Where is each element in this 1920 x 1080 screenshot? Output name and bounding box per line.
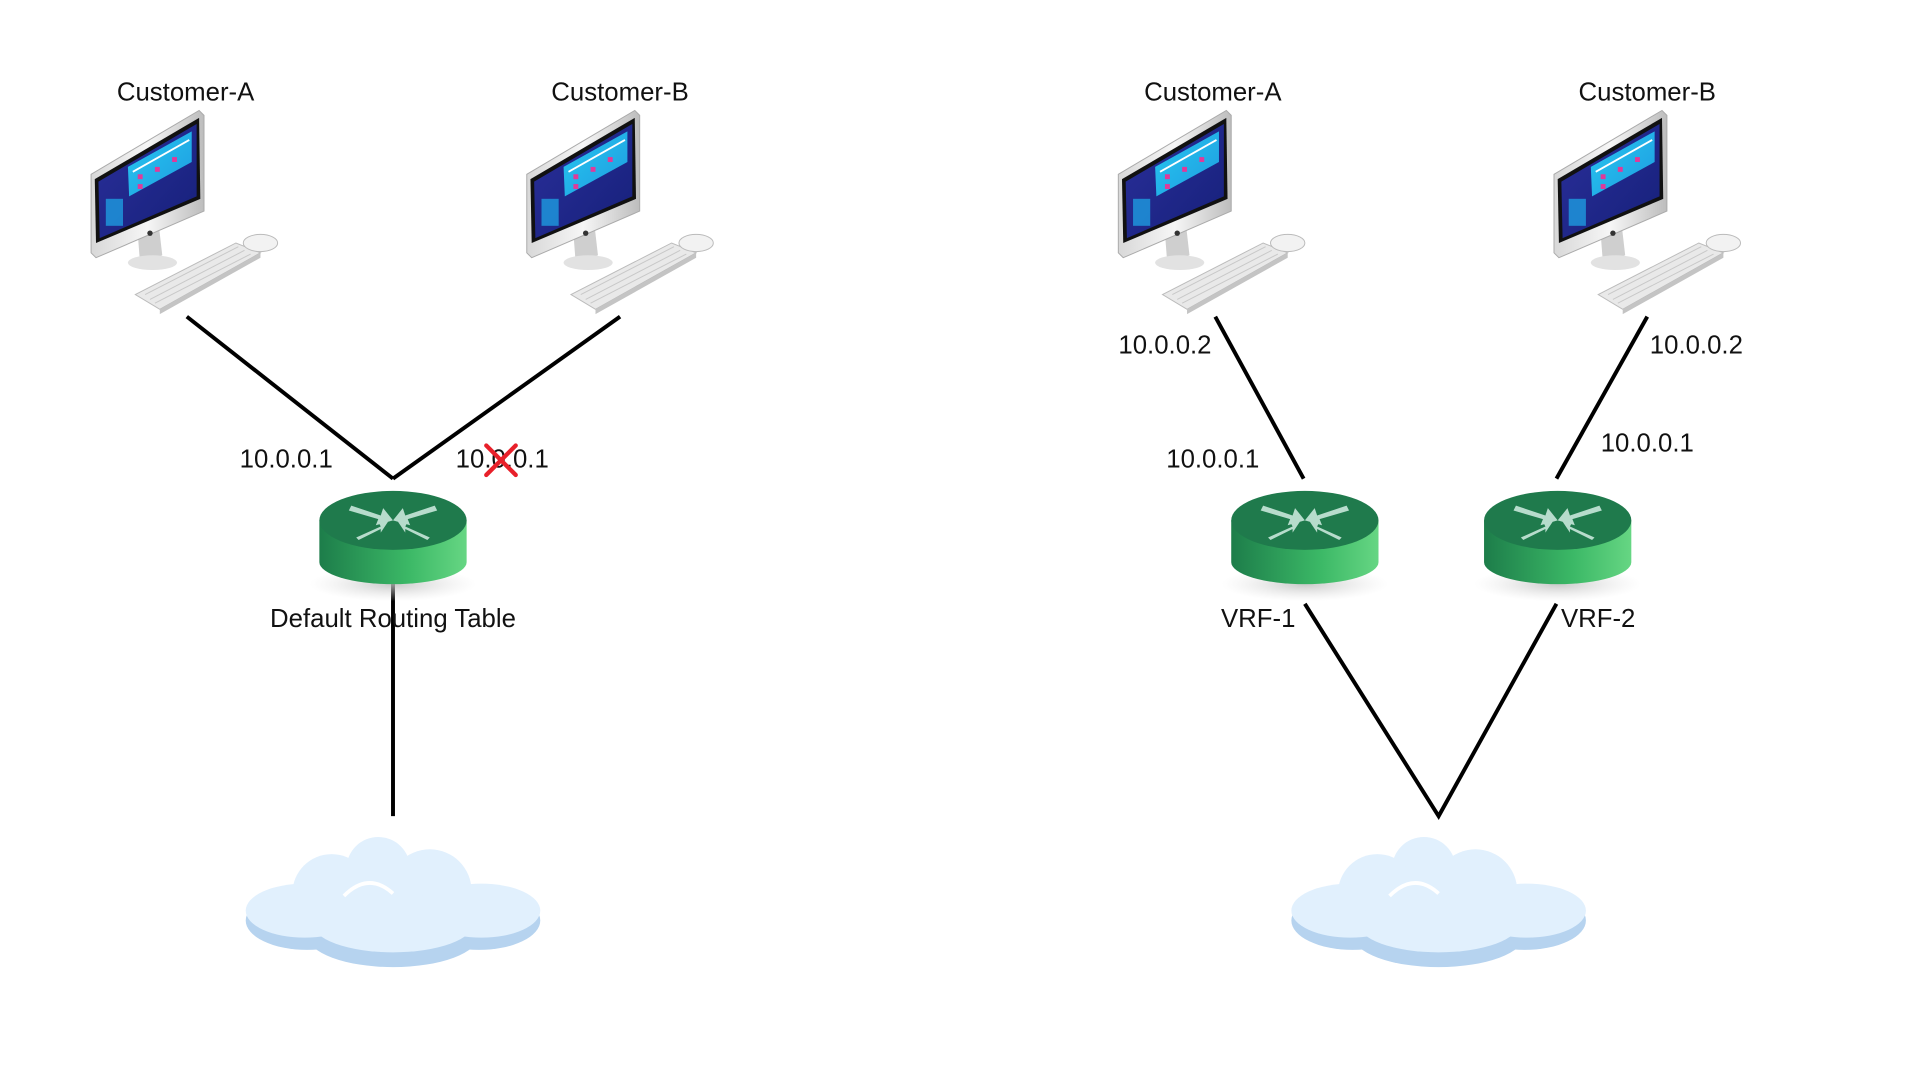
customer-a-label: Customer-A [1144, 79, 1282, 107]
vrf2-label: VRF-2 [1561, 605, 1635, 633]
vrf1-label: VRF-1 [1221, 605, 1295, 633]
cloud-icon [1289, 835, 1588, 969]
default-routing-table-label: Default Routing Table [270, 605, 516, 633]
router-icon [309, 490, 477, 602]
link-customer-b-router [391, 315, 622, 481]
right-topology: Customer-A Customer-B 10.0.0.2 10.0.0.2 … [1117, 79, 1743, 969]
computer-icon [1117, 109, 1306, 316]
red-x-icon [484, 443, 518, 478]
link-customer-a-vrf1 [1213, 315, 1306, 480]
router-icon [1474, 490, 1642, 602]
link-customer-b-vrf2 [1554, 315, 1649, 480]
customer-a-ip: 10.0.0.2 [1118, 331, 1211, 359]
router-icon [1221, 490, 1389, 602]
ip-label-a: 10.0.0.1 [240, 446, 333, 474]
computer-icon [1553, 109, 1742, 316]
link-customer-a-router [185, 315, 395, 481]
link-vrfs-cloud [1303, 602, 1559, 820]
customer-a-label: Customer-A [117, 79, 255, 107]
vrf1-ip: 10.0.0.1 [1166, 446, 1259, 474]
computer-icon [525, 109, 715, 316]
computer-icon [90, 109, 279, 316]
customer-b-label: Customer-B [1579, 79, 1716, 107]
left-topology: Customer-A Customer-B 10.0.0.1 10.0.0.1 … [90, 79, 715, 969]
cloud-icon [243, 835, 543, 969]
customer-b-label: Customer-B [551, 79, 688, 107]
vrf2-ip: 10.0.0.1 [1601, 430, 1694, 458]
customer-b-ip: 10.0.0.2 [1650, 331, 1743, 359]
